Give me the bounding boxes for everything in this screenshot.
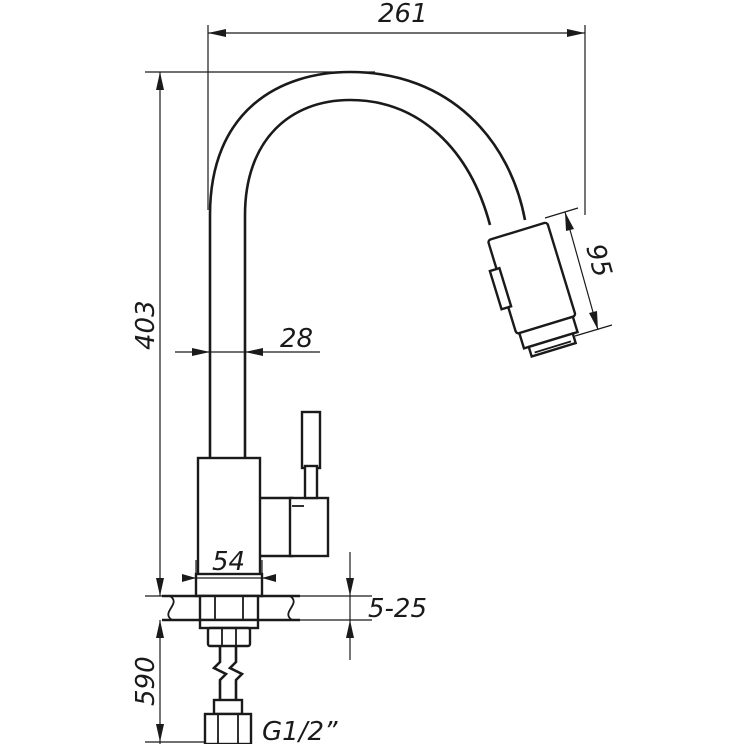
spout-outer-contour (208, 70, 527, 458)
dimension-tube-diameter-label: 28 (280, 324, 313, 354)
dimension-width-label: 261 (378, 0, 428, 29)
countertop-section (162, 594, 372, 622)
dimension-head-length-label: 95 (579, 241, 617, 281)
flex-hose (211, 646, 229, 700)
spray-head (487, 221, 580, 359)
spout-inner-contour (243, 98, 492, 458)
dimension-height: 403 (131, 71, 375, 597)
cartridge-housing (288, 496, 330, 558)
mixer-body (196, 456, 262, 578)
mounting-assembly (198, 594, 260, 744)
lever-stem (303, 464, 319, 500)
dimension-counter-thickness: 5-25 (346, 552, 427, 660)
faucet-body (194, 70, 580, 598)
dimension-counter-thickness-label: 5-25 (368, 594, 427, 624)
mixer-side-step (260, 496, 294, 558)
base-plate (194, 572, 264, 598)
dimension-height-label: 403 (131, 300, 161, 350)
thread-label: G1/2” (262, 717, 338, 744)
dimension-base-width-label: 54 (212, 547, 245, 577)
dimension-base-width: 54 (182, 547, 276, 586)
thread-callout: G1/2” (262, 717, 338, 744)
dimension-hose-length: 590 (131, 620, 205, 744)
lever-handle (300, 410, 322, 470)
dimension-width: 261 (207, 0, 586, 215)
dimension-tube-diameter: 28 (175, 324, 320, 356)
dimension-hose-length-label: 590 (131, 656, 161, 706)
